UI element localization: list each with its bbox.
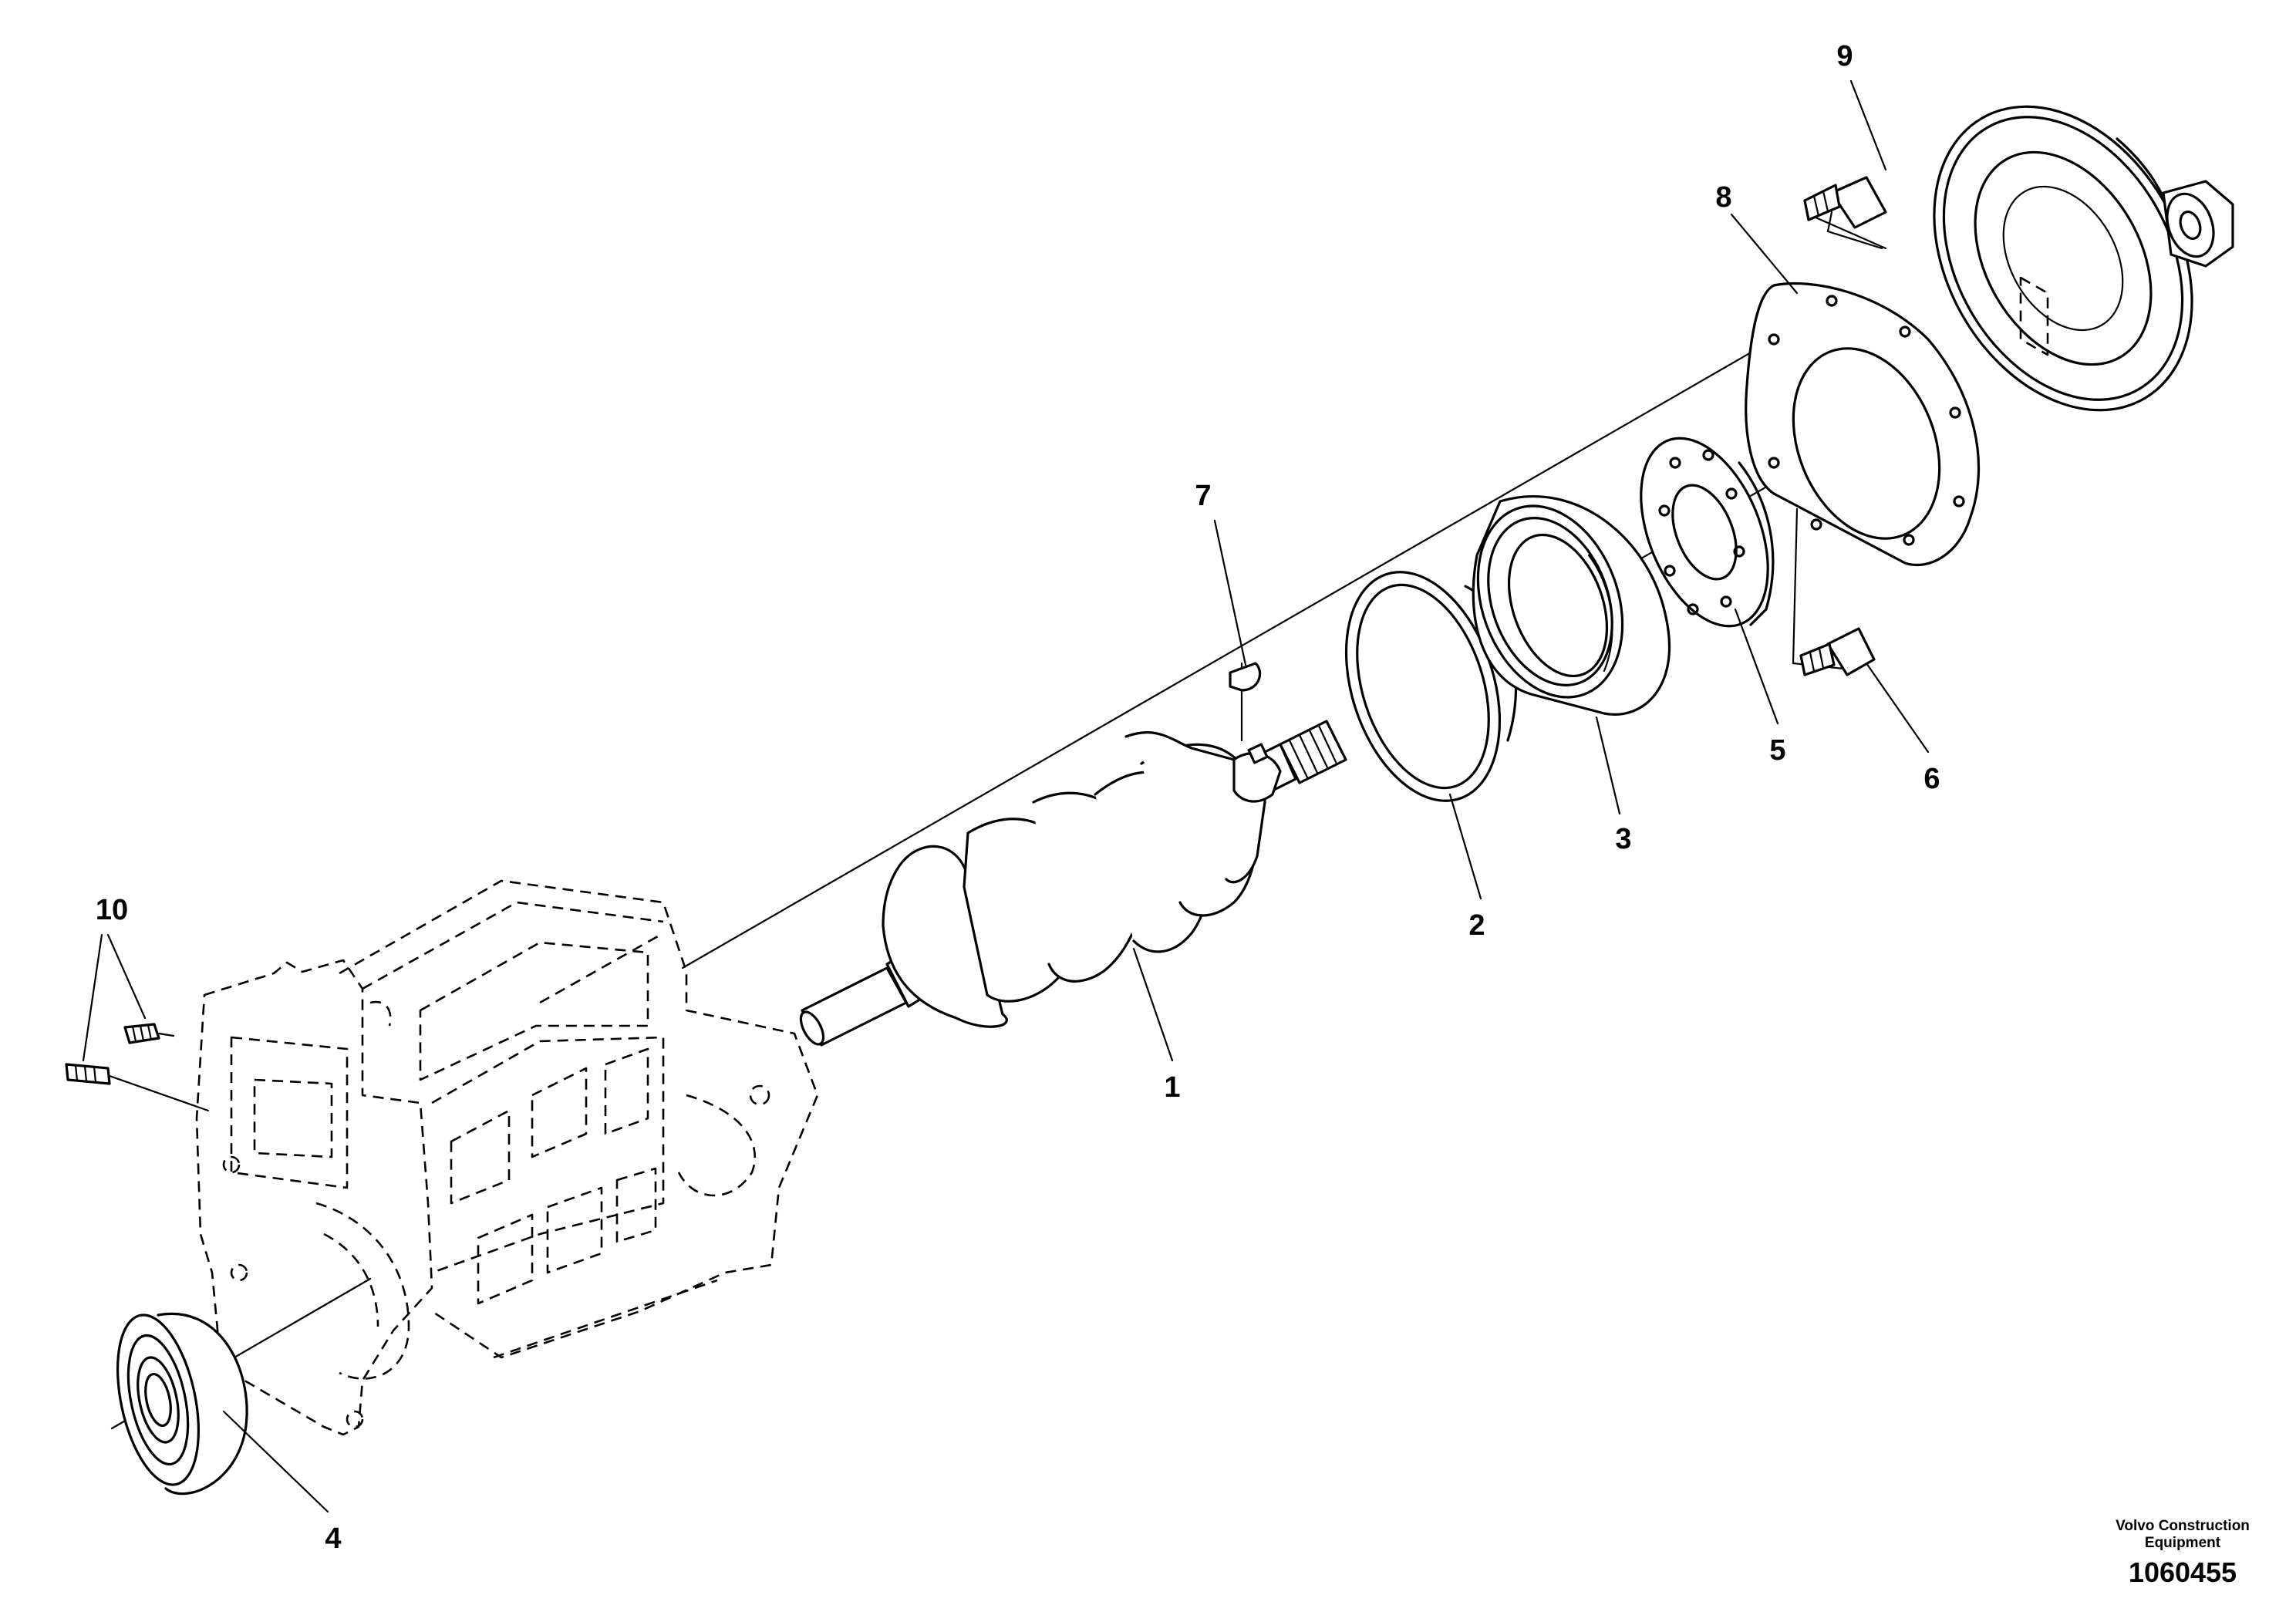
leader-lines <box>82 79 1930 1513</box>
drawing-number: 1060455 <box>2128 1556 2237 1588</box>
stud-upper <box>123 1023 175 1044</box>
bolt-upper <box>1803 176 1887 229</box>
callout-3: 3 <box>1615 823 1631 855</box>
ball-bearing <box>116 1312 248 1496</box>
bearing-housing <box>1472 495 1671 716</box>
gear-case-housing <box>195 879 819 1436</box>
callout-2: 2 <box>1468 909 1485 942</box>
callout-6: 6 <box>1923 763 1940 795</box>
callout-7: 7 <box>1195 480 1211 512</box>
mounting-plate <box>1745 282 1981 567</box>
crankshaft <box>799 662 1347 1047</box>
bolt-lower <box>1799 627 1876 676</box>
stud-lower <box>65 1063 210 1112</box>
brand-name-line1: Volvo Construction <box>2116 1518 2250 1534</box>
woodruff-key <box>1229 662 1261 692</box>
brand-name-line2: Equipment <box>2144 1535 2221 1551</box>
callout-10: 10 <box>96 894 128 926</box>
callout-9: 9 <box>1836 40 1853 73</box>
callout-5: 5 <box>1769 734 1785 767</box>
callout-1: 1 <box>1164 1071 1180 1104</box>
callout-4: 4 <box>325 1523 341 1555</box>
callout-8: 8 <box>1715 181 1731 214</box>
callout-labels: 1 2 3 4 5 6 7 8 9 10 <box>96 40 1940 1555</box>
idler-hub <box>2162 180 2234 268</box>
